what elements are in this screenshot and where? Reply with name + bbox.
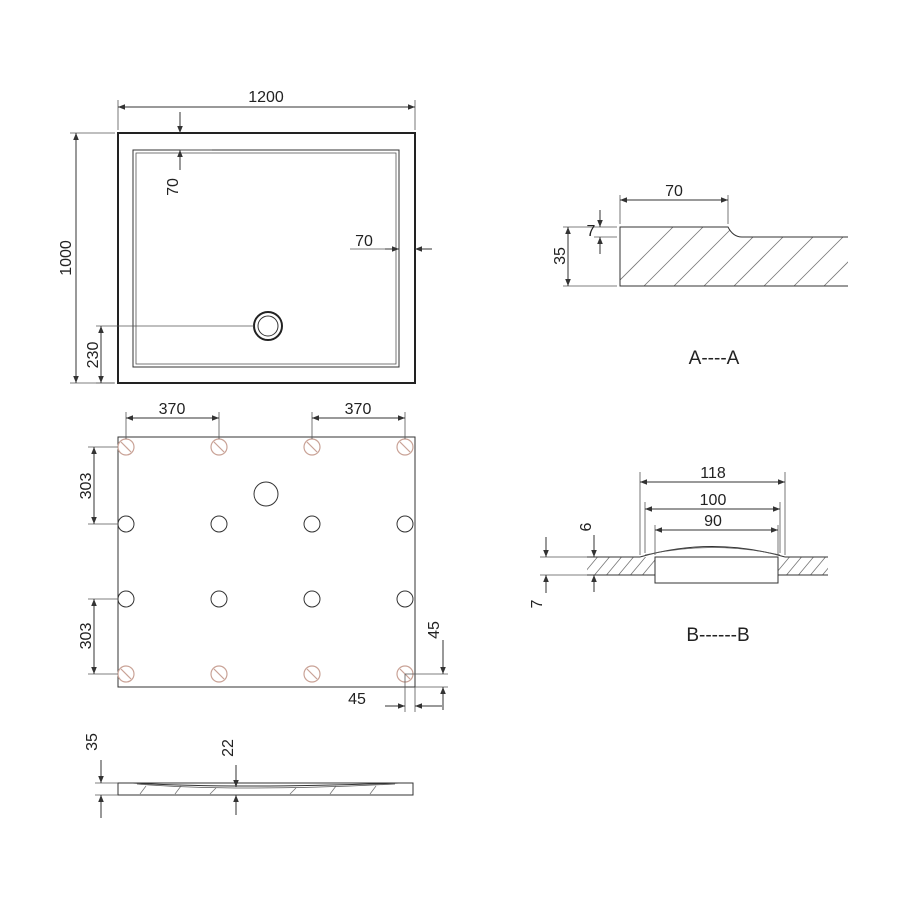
top-view: 1200 1000 70 70 230	[58, 89, 432, 384]
drain-hole-inner	[257, 315, 279, 337]
section-b-title: B------B	[686, 625, 749, 646]
support-foot	[210, 590, 228, 608]
row-spacing-bottom-dimension-label: 303	[78, 623, 95, 650]
drain-outer-dimension-label: 118	[700, 465, 726, 482]
section-a-hatch	[620, 227, 848, 286]
support-foot	[396, 590, 414, 608]
width-dimension-label: 1200	[248, 89, 284, 106]
side-depth-dimension-label: 22	[220, 739, 237, 757]
side-view: 35 22	[84, 733, 414, 818]
support-foot	[117, 590, 135, 608]
drain-mid-dimension-label: 100	[700, 492, 727, 509]
row-spacing-top-dimension-label: 303	[78, 473, 95, 500]
bottom-view: 370 370 303 303 45 45	[78, 401, 448, 712]
foot-spacing-right-dimension-label: 370	[345, 401, 372, 418]
support-foot	[396, 515, 414, 533]
section-a-profile	[619, 226, 848, 287]
foot-spacing-left-dimension-label: 370	[159, 401, 186, 418]
support-foot	[210, 665, 228, 683]
tray-basin	[132, 149, 400, 368]
lip-dimension-label: 6	[578, 522, 595, 531]
tray-underside-outline	[117, 436, 416, 688]
rim-top-dimension-label: 70	[165, 178, 182, 196]
thickness-dimension-label: 7	[529, 599, 546, 608]
section-a-step-dimension-label: 7	[587, 223, 596, 240]
underside-drain-hole	[253, 481, 279, 507]
height-dimension-label: 1000	[58, 240, 75, 276]
drain-inner-dimension-label: 90	[704, 513, 722, 530]
edge-vertical-dimension-label: 45	[426, 621, 443, 639]
section-b-hatch-left	[587, 557, 655, 575]
support-foot	[117, 515, 135, 533]
section-a-view: 70 35 7 A----A	[552, 183, 848, 369]
tray-outline	[117, 132, 416, 384]
side-height-dimension-label: 35	[84, 733, 101, 751]
support-foot	[303, 515, 321, 533]
support-foot	[303, 590, 321, 608]
support-foot	[210, 515, 228, 533]
support-foot	[303, 665, 321, 683]
side-profile	[117, 782, 414, 796]
edge-horizontal-dimension-label: 45	[348, 691, 366, 708]
section-a-height-dimension-label: 35	[552, 247, 569, 265]
tray-basin-inner	[135, 152, 397, 365]
drain-body	[654, 556, 779, 584]
rim-side-dimension-label: 70	[355, 233, 373, 250]
drain-offset-dimension-label: 230	[85, 342, 102, 369]
section-a-rim-dimension-label: 70	[665, 183, 683, 200]
support-feet	[117, 438, 414, 683]
section-a-title: A----A	[689, 348, 740, 369]
section-b-hatch-right	[778, 557, 828, 575]
section-b-view: 118 100 90 6 7 B------B	[529, 465, 828, 646]
